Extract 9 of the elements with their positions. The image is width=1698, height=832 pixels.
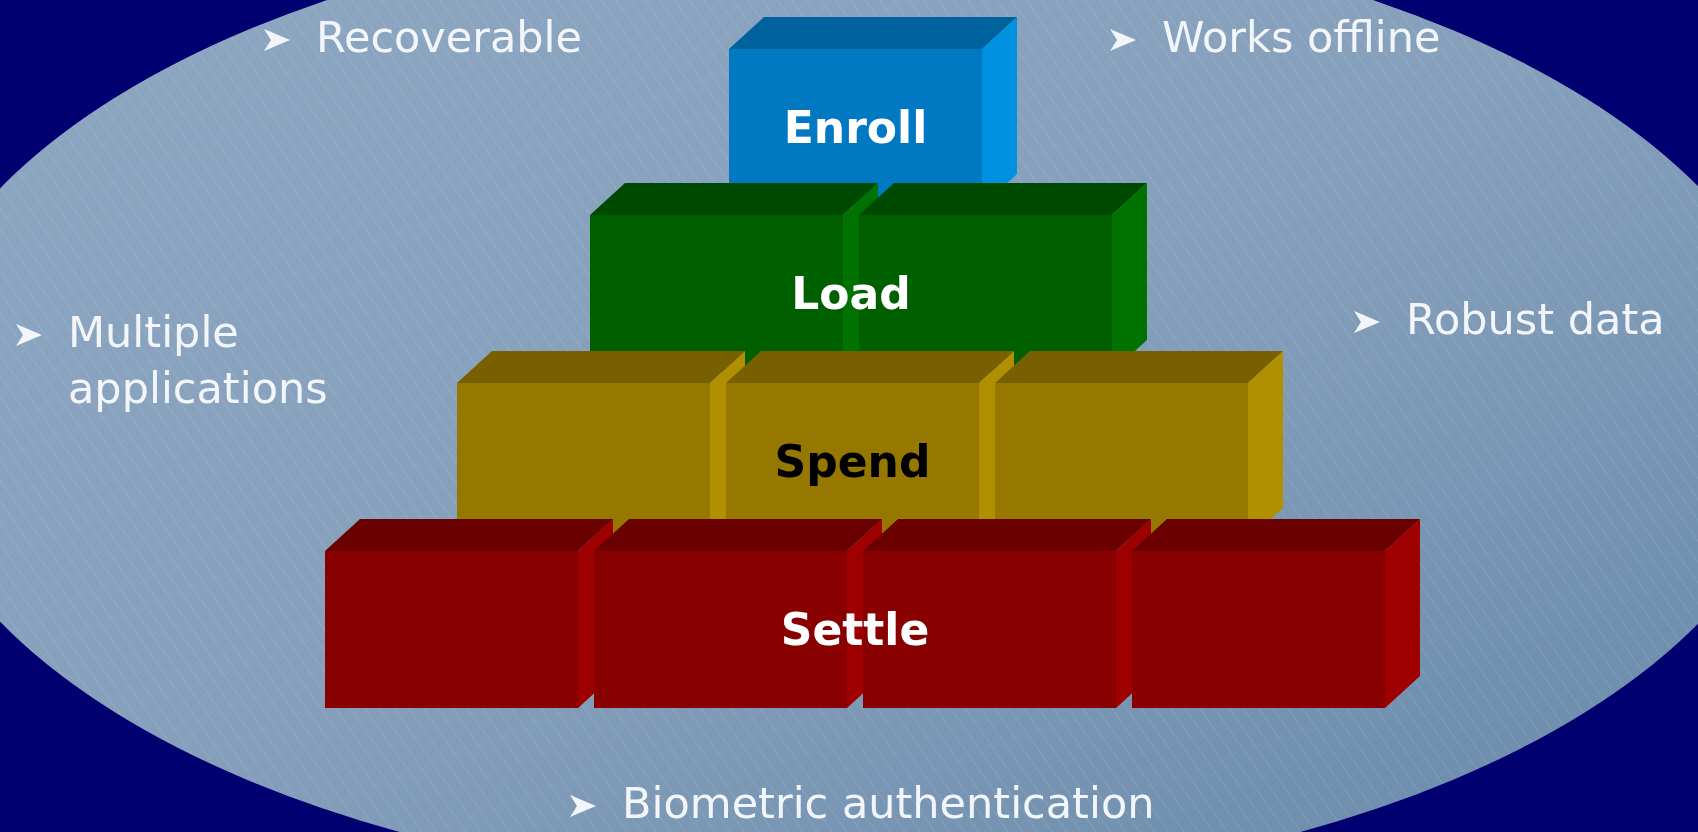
tier-label: Load xyxy=(791,266,911,321)
bullet-text: Robust data xyxy=(1406,293,1666,346)
tier-label: Settle xyxy=(780,602,930,657)
bullet-text: Works offline xyxy=(1162,11,1442,64)
bullet-text: Recoverable xyxy=(316,11,583,64)
bullet-text: Biometric authentication xyxy=(622,777,1156,830)
tier-label: Spend xyxy=(774,434,931,489)
tier-label: Enroll xyxy=(783,100,928,155)
bullet-text: Multiple applications xyxy=(68,306,329,415)
